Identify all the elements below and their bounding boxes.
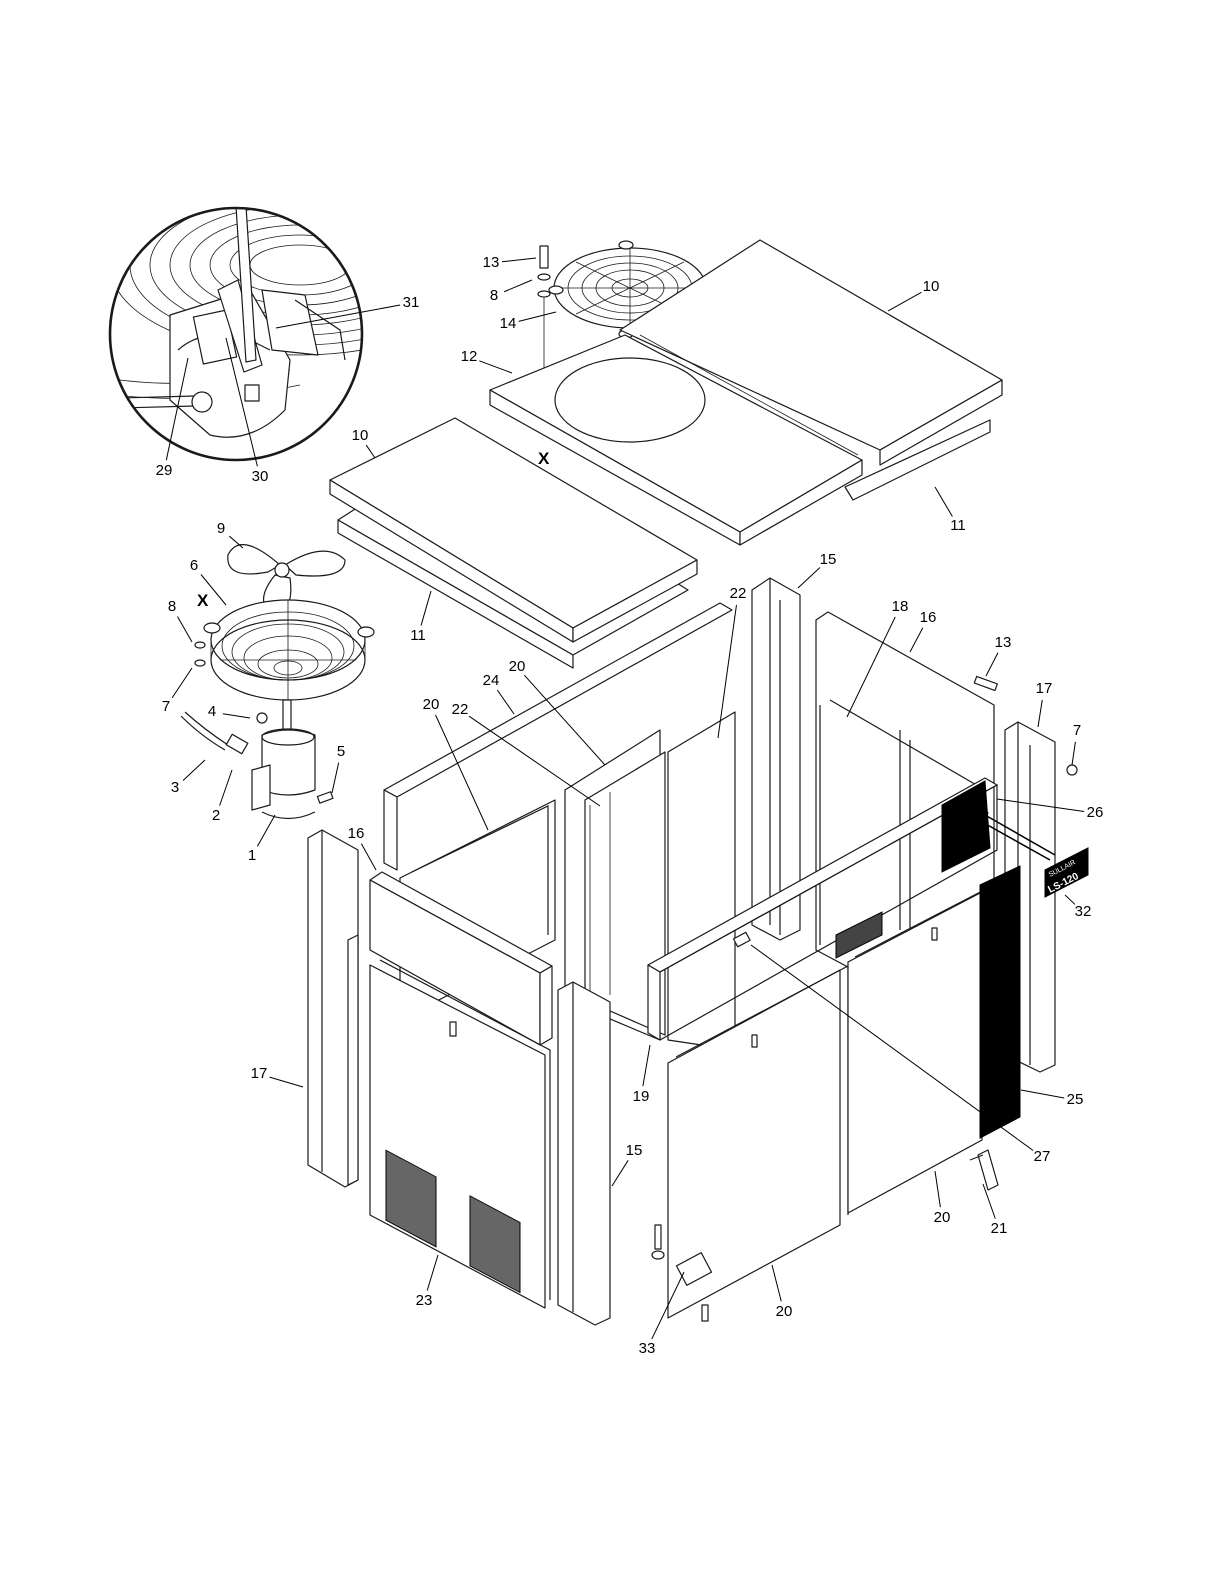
front-left-post — [308, 830, 358, 1187]
callout-c15a: 15 — [820, 551, 837, 568]
leader-c20c — [935, 1171, 940, 1207]
leader-c25 — [1021, 1090, 1064, 1098]
leader-c10a — [888, 292, 921, 311]
callout-c15b: 15 — [626, 1142, 643, 1159]
leader-c11a — [935, 487, 952, 517]
leader-c3 — [183, 760, 205, 780]
front-corner-post — [558, 982, 610, 1325]
callout-c21: 21 — [991, 1220, 1008, 1237]
callout-c17a: 17 — [1036, 680, 1053, 697]
callout-c13b: 13 — [995, 634, 1012, 651]
callout-c9: 9 — [217, 520, 225, 537]
leader-c24 — [497, 690, 514, 714]
callout-c20a: 20 — [509, 658, 526, 675]
callout-c20d: 20 — [776, 1303, 793, 1320]
callout-c22a: 22 — [730, 585, 747, 602]
callout-c18: 18 — [892, 598, 909, 615]
callout-c8b: 8 — [490, 287, 498, 304]
callout-c23: 23 — [416, 1292, 433, 1309]
leader-c7a — [172, 668, 192, 698]
leader-c22b — [469, 716, 600, 806]
leader-c20a — [524, 675, 605, 765]
leader-c16b — [361, 844, 376, 870]
callout-c25: 25 — [1067, 1091, 1084, 1108]
leader-c14 — [519, 312, 556, 321]
callout-c22b: 22 — [452, 701, 469, 718]
leader-c15a — [798, 568, 820, 588]
callout-c20c: 20 — [934, 1209, 951, 1226]
callout-c3: 3 — [171, 779, 179, 796]
callout-c10a: 10 — [923, 278, 940, 295]
callout-c1: 1 — [248, 847, 256, 864]
callout-c10b: 10 — [352, 427, 369, 444]
leader-c13a — [502, 258, 536, 262]
leader-c4 — [223, 714, 250, 718]
leader-c20b — [436, 715, 488, 830]
callout-c27: 27 — [1034, 1148, 1051, 1165]
callout-c26: 26 — [1087, 804, 1104, 821]
callout-c30: 30 — [252, 468, 269, 485]
leader-c19 — [643, 1045, 650, 1086]
leader-c20d — [772, 1265, 781, 1301]
callout-c8a: 8 — [168, 598, 176, 615]
leader-c17b — [270, 1077, 303, 1087]
callout-c7b: 7 — [1073, 722, 1081, 739]
callout-c24: 24 — [483, 672, 500, 689]
leader-c2 — [220, 770, 232, 806]
callout-c32: 32 — [1075, 903, 1092, 920]
leader-c16a — [910, 628, 923, 652]
callout-c4: 4 — [208, 703, 216, 720]
callout-c16a: 16 — [920, 609, 937, 626]
detail-view-circle — [110, 175, 490, 460]
callout-c17b: 17 — [251, 1065, 268, 1082]
view-marker-fan: X — [197, 591, 209, 610]
callout-c2: 2 — [212, 807, 220, 824]
callout-c29: 29 — [156, 462, 173, 479]
leader-c8b — [504, 280, 532, 292]
callout-c12: 12 — [461, 348, 478, 365]
leader-c32 — [1065, 895, 1075, 904]
leader-c13b — [986, 653, 998, 676]
callout-c11b: 11 — [410, 627, 426, 644]
leader-c7b — [1072, 742, 1075, 765]
leader-c10b — [366, 445, 375, 458]
callout-c14: 14 — [500, 315, 517, 332]
leader-c11b — [421, 591, 431, 625]
callout-c16b: 16 — [348, 825, 365, 842]
leader-c5 — [332, 763, 339, 793]
view-marker-top: X — [538, 449, 550, 468]
leader-c15b — [612, 1160, 628, 1186]
fan-blade — [228, 545, 280, 574]
decal-25 — [980, 866, 1020, 1138]
leader-c17a — [1038, 700, 1042, 727]
callout-c20b: 20 — [423, 696, 440, 713]
callout-c7a: 7 — [162, 698, 170, 715]
callout-c33: 33 — [639, 1340, 656, 1357]
leader-c8a — [177, 617, 192, 642]
callout-c11a: 11 — [950, 517, 966, 534]
leader-c12 — [479, 361, 512, 373]
callout-c13a: 13 — [483, 254, 500, 271]
callout-c6: 6 — [190, 557, 198, 574]
callout-c5: 5 — [337, 743, 345, 760]
leader-c1 — [257, 815, 275, 846]
callout-c19: 19 — [633, 1088, 650, 1105]
callout-c31: 31 — [403, 294, 420, 311]
leader-c23 — [427, 1255, 438, 1290]
